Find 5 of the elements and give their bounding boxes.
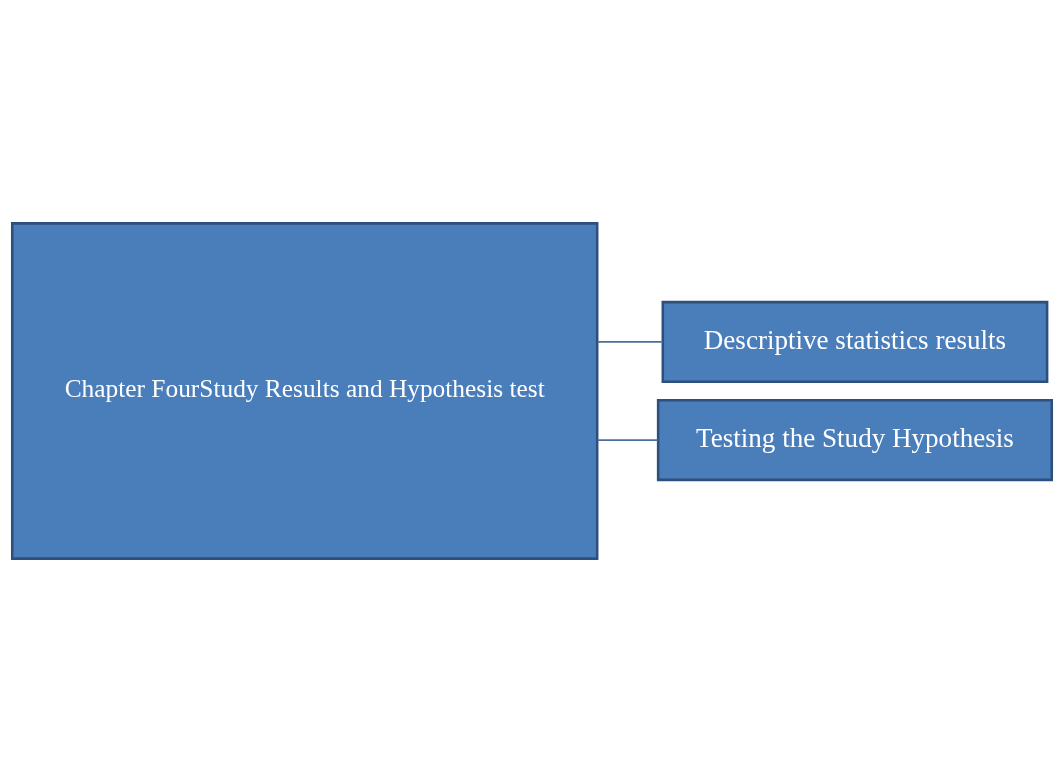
connector — [596, 341, 664, 343]
node-box: Chapter FourStudy Results and Hypothesis test — [10, 222, 599, 560]
node-box: Testing the Study Hypothesis — [656, 399, 1054, 482]
connector — [596, 439, 659, 441]
node-box: Descriptive statistics results — [661, 300, 1049, 383]
